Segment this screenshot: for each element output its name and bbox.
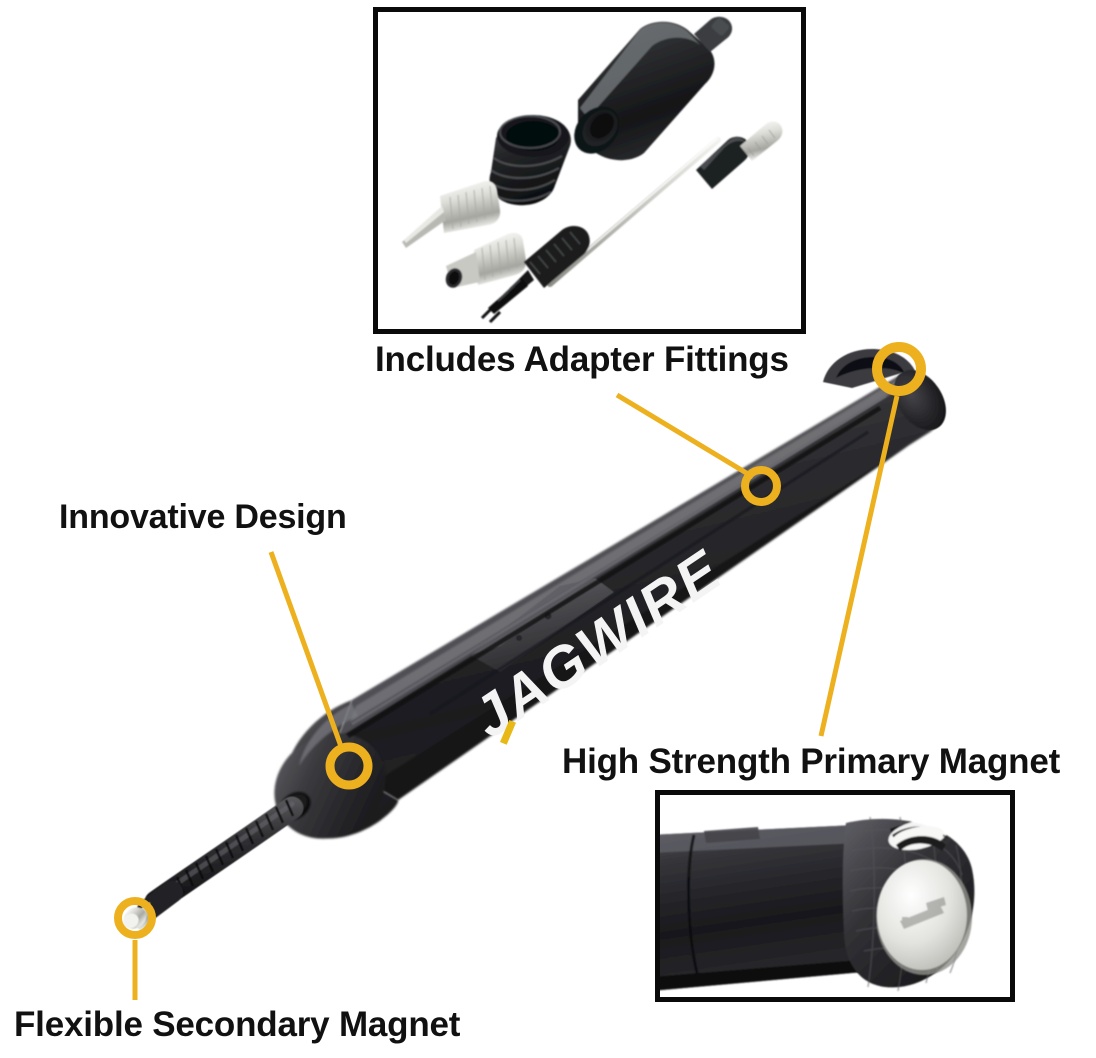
- magnet-barrel-body: [660, 825, 874, 991]
- product-grip-pad: [470, 578, 614, 672]
- primary-magnet-photo: [660, 816, 975, 992]
- adapter-barrel-cap: [574, 16, 733, 161]
- primary-magnet-photo-frame: [655, 790, 1015, 1002]
- silver-disc-magnet: [876, 859, 972, 975]
- callout-label-adapter-fittings: Includes Adapter Fittings: [375, 340, 789, 379]
- secondary-magnet-tip: [123, 902, 152, 931]
- adapter-threaded-collar: [489, 115, 571, 206]
- adapter-fittings-photo-frame: [373, 7, 806, 334]
- product-seam-line: [346, 394, 887, 738]
- callout-label-secondary-magnet: Flexible Secondary Magnet: [14, 1005, 461, 1044]
- jagwire-accent-mark: [500, 720, 516, 745]
- adapter-hex-fitting: [445, 232, 527, 288]
- product-flexible-gooseneck: [137, 796, 304, 921]
- adapter-tapered-needle: [402, 180, 501, 248]
- adapter-rod-with-fork: [480, 121, 783, 324]
- adapter-fittings-photo: [402, 16, 783, 324]
- callout-label-innovative-design: Innovative Design: [59, 498, 347, 536]
- callout-label-primary-magnet: High Strength Primary Magnet: [562, 742, 1061, 781]
